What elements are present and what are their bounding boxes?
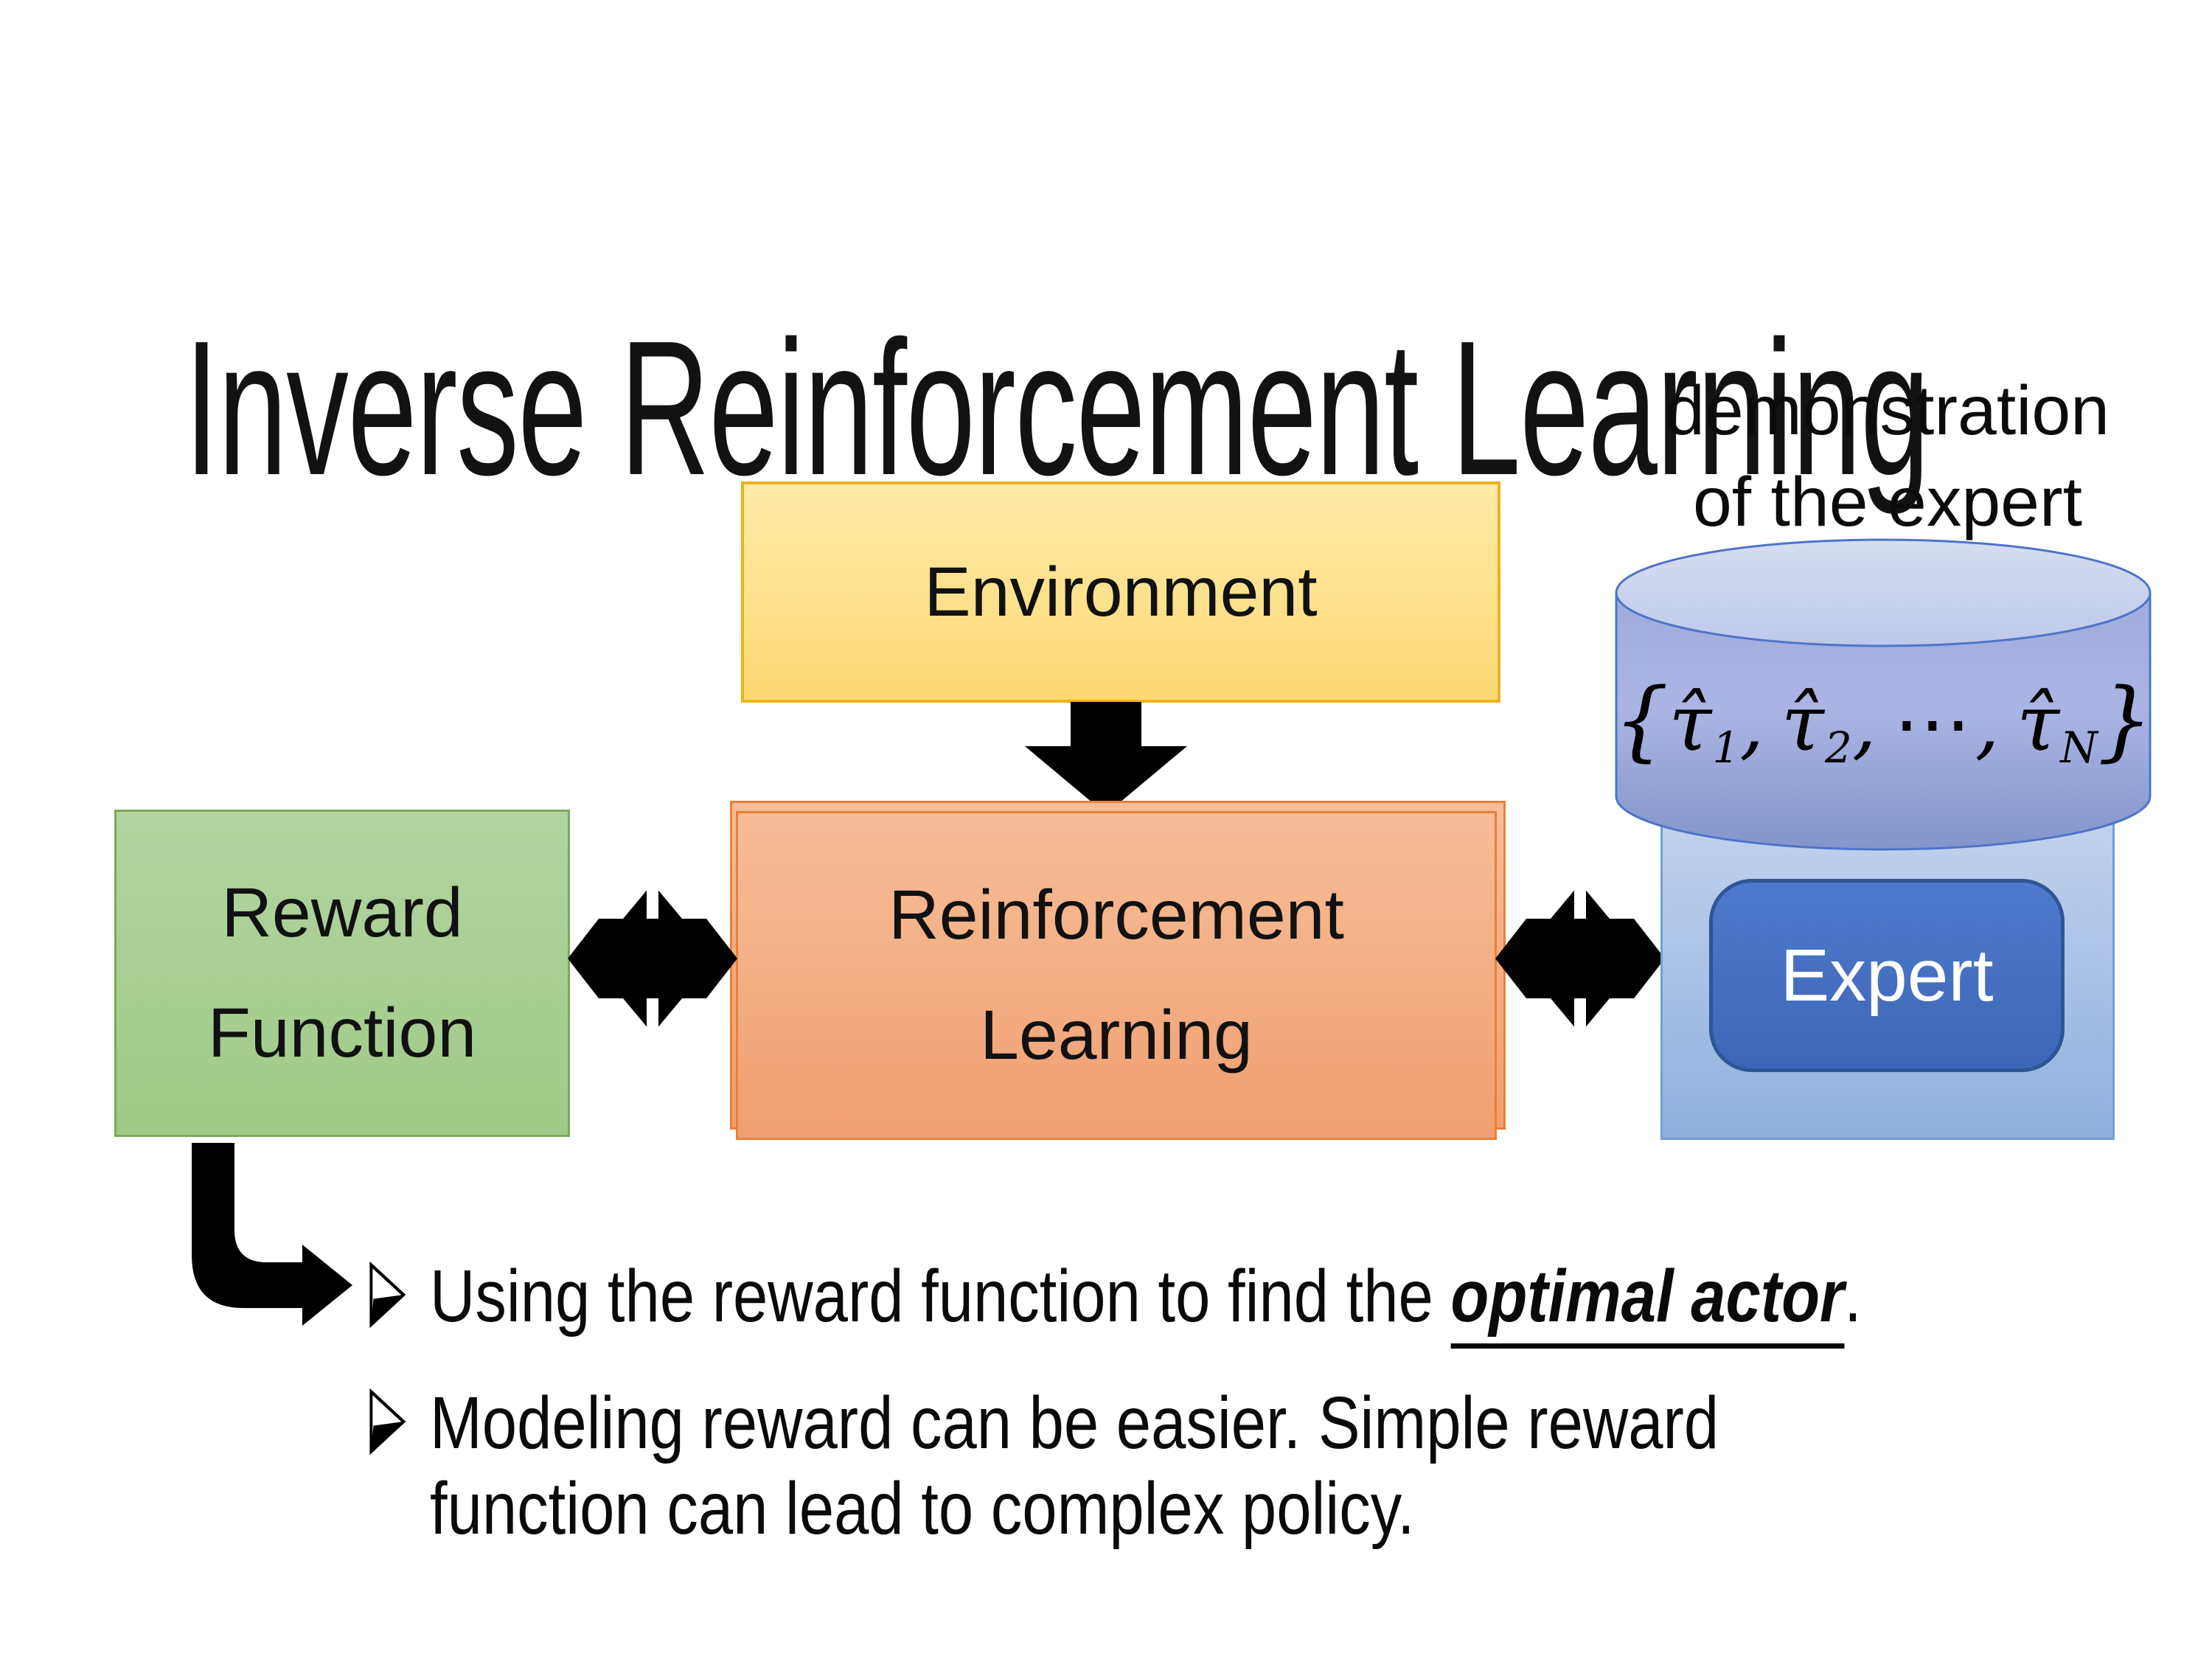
formula-sub-1: 1 [1712,723,1740,773]
demonstration-database-icon [1615,538,2152,851]
demonstration-label: demonstration of the expert [1615,365,2160,549]
formula-tau-2: τ̂ [1781,678,1824,768]
trajectory-set-formula: {τ̂1,τ̂2,⋯,τ̂N} [1613,677,2153,770]
bullet-1-text: Using the reward function to find the op… [430,1253,1862,1349]
expert-box: Expert [1709,879,2065,1072]
bullet-1-post: . [1844,1255,1862,1338]
reward-function-label-line1: Reward [221,873,463,952]
reinforcement-learning-label-line2: Learning [980,996,1253,1074]
formula-tau-N: τ̂ [2016,678,2060,768]
reinforcement-learning-label-line1: Reinforcement [888,875,1344,954]
bullet-2-line1: Modeling reward can be easier. Simple re… [430,1382,1719,1464]
bullet-1-emphasis: optimal actor [1450,1255,1845,1349]
reward-function-box: Reward Function [114,810,570,1137]
bullet-2-line2: function can lead to complex policy. [430,1467,1415,1550]
formula-sub-N: N [2060,723,2098,773]
bullet-list: Using the reward function to find the op… [367,1253,1997,1551]
formula-sub-2: 2 [1824,723,1852,773]
demonstration-label-line1: demonstration [1665,372,2110,450]
reinforcement-learning-box: Reinforcement Learning [736,811,1497,1140]
arrowhead-bullet-icon [369,1261,406,1329]
bullet-1-pre: Using the reward function to find the [430,1255,1451,1338]
formula-tau-1: τ̂ [1669,678,1712,768]
formula-open-brace: { [1613,669,1669,771]
page-title-text: Inverse Reinforcement Learning [184,302,1930,516]
formula-comma-2: , [1851,678,1877,768]
bullet-item-1: Using the reward function to find the op… [367,1253,1997,1349]
page-title: Inverse Reinforcement Learning [184,313,2212,504]
double-arrow-left-icon [568,880,737,1037]
formula-cdots: ⋯ [1893,678,1975,768]
environment-box: Environment [741,481,1500,703]
formula-comma-3: , [1975,678,2000,768]
reward-function-label-line2: Function [207,994,477,1072]
bullet-item-2: Modeling reward can be easier. Simple re… [367,1380,1997,1551]
formula-close-brace: } [2097,669,2153,771]
arrowhead-bullet-icon [369,1388,406,1455]
down-arrow-icon [1025,702,1187,814]
environment-label: Environment [924,552,1318,631]
formula-comma-1: , [1739,678,1764,768]
bent-arrow-icon [192,1143,352,1326]
expert-label: Expert [1780,933,1994,1017]
demonstration-label-line2: of the expert [1692,463,2083,542]
bullet-2-text: Modeling reward can be easier. Simple re… [430,1380,1719,1551]
double-arrow-right-icon [1495,880,1665,1037]
